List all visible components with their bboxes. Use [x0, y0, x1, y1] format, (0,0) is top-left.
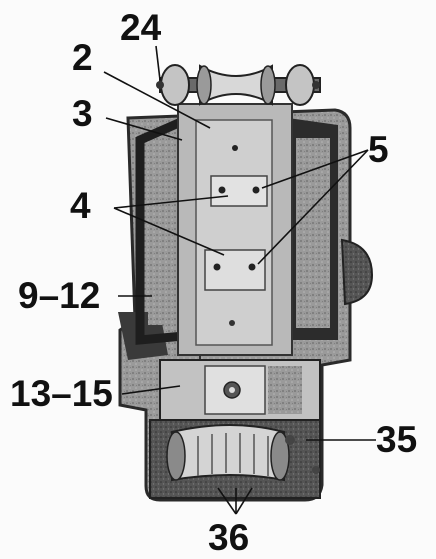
label-2: 2 — [72, 37, 93, 78]
leader-3 — [105, 117, 183, 141]
label-3: 3 — [72, 93, 93, 134]
label-9-12: 9–12 — [18, 275, 100, 316]
callout-labels: 24 2 3 4 5 9–12 13–15 35 36 — [10, 7, 417, 558]
central-plate — [177, 103, 293, 370]
leader-24 — [155, 45, 161, 81]
leader-5a — [261, 149, 369, 189]
label-13-15: 13–15 — [10, 373, 113, 414]
lower-block — [159, 359, 321, 421]
leader-4a — [113, 195, 229, 209]
label-5: 5 — [368, 129, 389, 170]
top-axle — [156, 64, 321, 106]
leader-2 — [103, 71, 211, 129]
label-36: 36 — [208, 517, 249, 558]
leader-4b — [113, 207, 225, 256]
leader-36a — [217, 487, 237, 515]
bottom-roller — [149, 419, 321, 499]
label-24: 24 — [120, 7, 162, 48]
leader-lines — [103, 45, 376, 515]
leader-13-15 — [121, 385, 181, 395]
label-35: 35 — [376, 419, 417, 460]
label-4: 4 — [70, 185, 91, 226]
leader-36c — [235, 487, 253, 515]
leader-5b — [257, 149, 369, 265]
